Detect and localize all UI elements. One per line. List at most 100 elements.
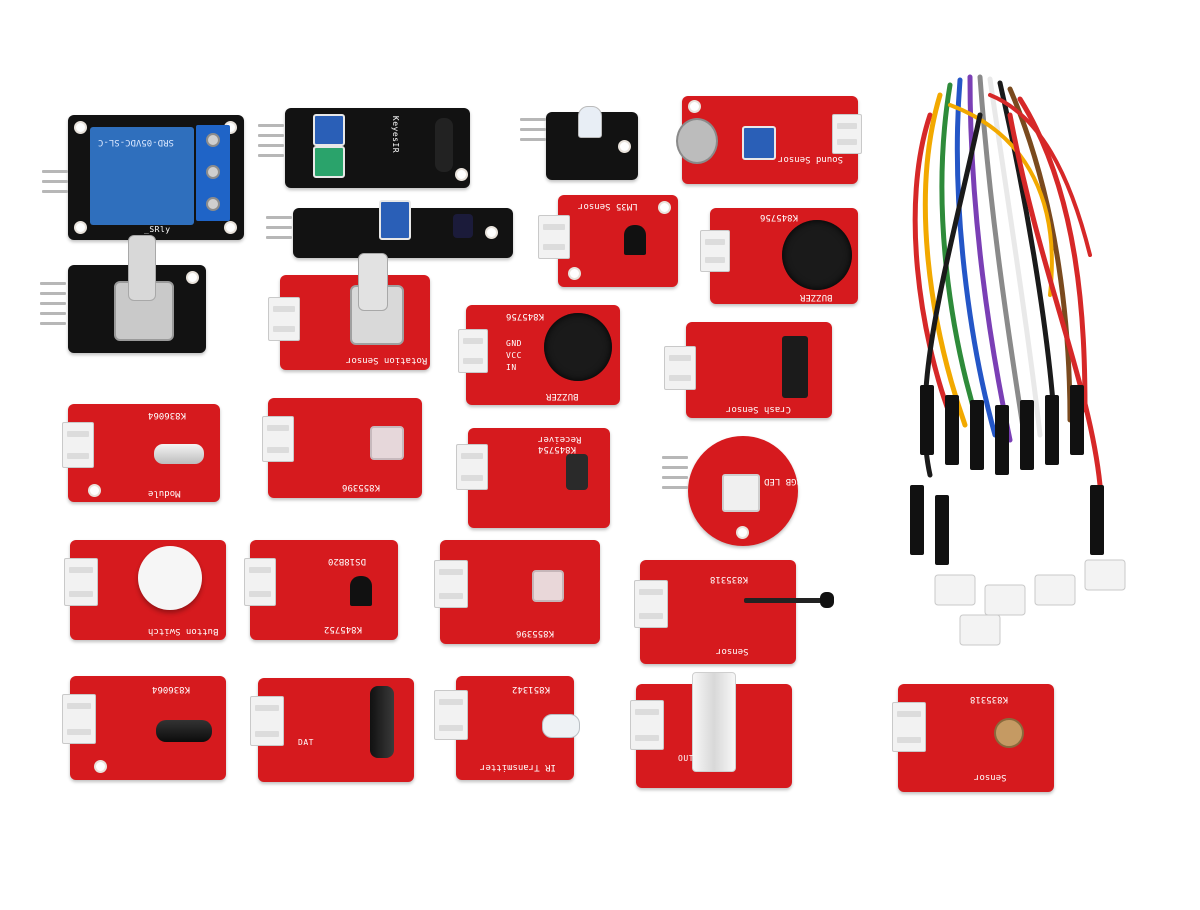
in-label: IN bbox=[506, 363, 517, 372]
buzzer1-label: BUZZER bbox=[800, 292, 833, 302]
rgb-pins bbox=[662, 456, 688, 496]
mount-hole bbox=[658, 201, 671, 214]
screw bbox=[206, 165, 220, 179]
photoresistor-module: K835318 Sensor bbox=[892, 684, 1054, 792]
rgb-label: RGB LED bbox=[764, 476, 802, 486]
screw-terminal bbox=[196, 125, 230, 221]
k1-label: K845756 bbox=[760, 212, 798, 222]
ir-receiver bbox=[566, 454, 588, 490]
potentiometer bbox=[313, 146, 345, 178]
thermistor bbox=[744, 598, 834, 603]
buzzer-module-2: GND VCC IN BUZZER K845756 bbox=[458, 305, 620, 405]
button-label: Button Switch bbox=[148, 626, 219, 636]
mount-hole bbox=[568, 267, 581, 280]
lm35-chip bbox=[624, 225, 646, 255]
k4-label: K845752 bbox=[324, 624, 362, 634]
rgb-led bbox=[722, 474, 760, 512]
connector bbox=[456, 444, 488, 490]
micro-switch bbox=[782, 336, 808, 398]
k11-label: K851342 bbox=[512, 684, 550, 694]
ir-transmitter-module: K851342 IR Transmitter bbox=[434, 676, 580, 780]
led-pins bbox=[520, 118, 546, 148]
sensor2-label: Sensor bbox=[974, 772, 1007, 782]
ir-obstacle-module: KeyesIR bbox=[285, 108, 470, 188]
mercury-tilt-module: DAT bbox=[250, 678, 414, 782]
ir-led bbox=[435, 118, 453, 172]
mount-hole bbox=[485, 226, 498, 239]
relay-marking: SRD-05VDC-SL-C bbox=[98, 137, 174, 147]
connector bbox=[62, 422, 94, 468]
lm35-sensor-module: LM35 Sensor bbox=[538, 195, 678, 287]
dupont-housings bbox=[910, 385, 1104, 565]
led-housing bbox=[532, 570, 564, 602]
relay-name: _SRly bbox=[144, 225, 171, 234]
connector bbox=[700, 230, 730, 272]
button-switch-module: Button Switch bbox=[64, 540, 226, 640]
tilt-tube-black bbox=[156, 720, 212, 742]
connector bbox=[250, 696, 284, 746]
pot-shaft bbox=[358, 253, 388, 311]
ir-sensor bbox=[453, 214, 473, 238]
ds18b20-module: DS18B20 K845752 bbox=[244, 540, 398, 640]
mount-hole bbox=[88, 484, 101, 497]
tracking-pins bbox=[266, 216, 292, 246]
clear-led bbox=[578, 106, 602, 138]
k7-label: K836064 bbox=[148, 410, 186, 420]
sensor1-label: Sensor bbox=[716, 646, 749, 656]
mount-hole bbox=[224, 221, 237, 234]
rotation-sensor-module: Rotation Sensor bbox=[268, 253, 430, 370]
connector bbox=[434, 690, 468, 740]
k8-label: K836064 bbox=[152, 684, 190, 694]
ds18b20-chip bbox=[350, 576, 372, 606]
photoresistor bbox=[994, 718, 1024, 748]
k9-label: K835318 bbox=[710, 574, 748, 584]
led-housing bbox=[370, 426, 404, 460]
sound-label: Sound Sensor bbox=[778, 154, 844, 164]
potentiometer bbox=[313, 114, 345, 146]
connector bbox=[630, 700, 664, 750]
buzzer bbox=[782, 220, 852, 290]
rotary-encoder-module bbox=[68, 235, 206, 353]
dat-label: DAT bbox=[298, 738, 314, 747]
mount-hole bbox=[74, 121, 87, 134]
k12-label: DS18B20 bbox=[328, 556, 366, 566]
connector bbox=[244, 558, 276, 606]
encoder-shaft bbox=[128, 235, 156, 301]
connector bbox=[538, 215, 570, 259]
potentiometer bbox=[379, 200, 411, 240]
line-tracking-module bbox=[293, 200, 513, 258]
connector bbox=[64, 558, 98, 606]
k3-label: K855396 bbox=[516, 628, 554, 638]
light-cup-module: OUT bbox=[630, 672, 792, 788]
vcc-label: VCC bbox=[506, 351, 522, 360]
connector bbox=[262, 416, 294, 462]
connector bbox=[634, 580, 668, 628]
k6-label: K845756 bbox=[506, 311, 544, 321]
white-connectors bbox=[934, 559, 1126, 646]
k5-label: K845754 bbox=[538, 444, 576, 454]
buzzer-module-1: BUZZER K845756 bbox=[700, 208, 858, 304]
out-label: OUT bbox=[678, 754, 694, 763]
relay-module: SRD-05VDC-SL-C _SRly bbox=[68, 115, 244, 240]
tilt-tube bbox=[154, 444, 204, 464]
mount-hole bbox=[736, 526, 749, 539]
relay-pins bbox=[42, 170, 68, 200]
crash-label: Crash Sensor bbox=[726, 404, 792, 414]
rotation-label: Rotation Sensor bbox=[346, 355, 428, 365]
buzzer bbox=[544, 313, 612, 381]
mount-hole bbox=[94, 760, 107, 773]
jumper-wire-bundle bbox=[910, 74, 1126, 646]
irtrans-label: IR Transmitter bbox=[480, 762, 556, 772]
crash-sensor-module: Crash Sensor bbox=[664, 322, 832, 418]
led-module bbox=[546, 106, 638, 180]
connector bbox=[268, 297, 300, 341]
ir-receiver-module: Receiver K845754 bbox=[456, 428, 610, 528]
thermistor-module: K835318 Sensor bbox=[634, 560, 834, 664]
ky-name: KeyesIR bbox=[391, 115, 401, 154]
capacitor bbox=[370, 686, 394, 758]
k13-label: Module bbox=[148, 488, 181, 498]
buzzer2-label: BUZZER bbox=[546, 391, 579, 401]
sound-sensor-module: Sound Sensor bbox=[676, 96, 862, 184]
connector bbox=[458, 329, 488, 373]
connector bbox=[62, 694, 96, 744]
